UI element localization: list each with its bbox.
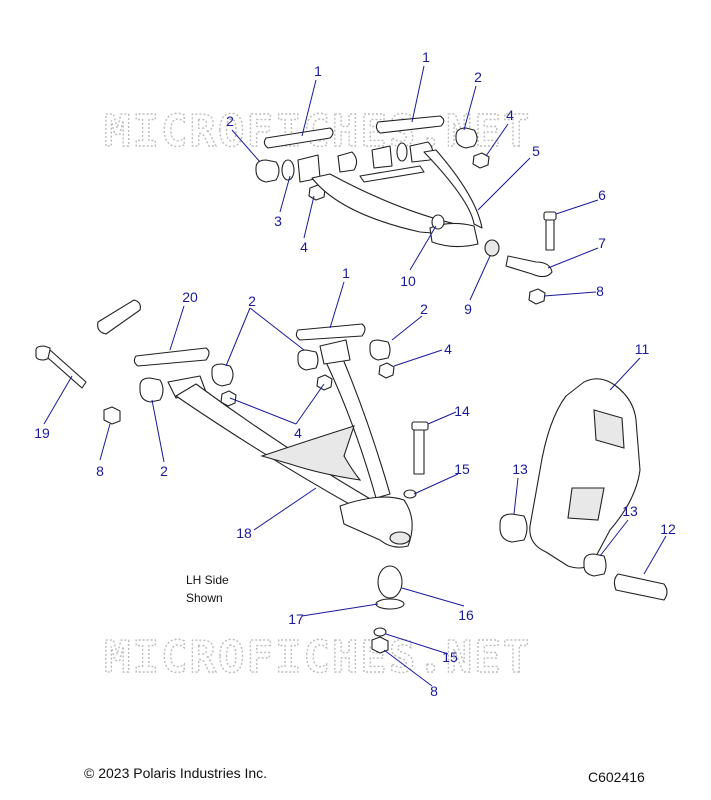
bolt-6-head xyxy=(543,211,557,221)
callout-4: 4 xyxy=(300,239,308,255)
bolt-14-head xyxy=(411,421,429,431)
lower-arm-rear-tube xyxy=(323,351,391,499)
upper-arm-crossbar xyxy=(359,165,425,183)
callout-12: 12 xyxy=(660,521,676,537)
callout-1: 1 xyxy=(314,63,322,79)
nut-9 xyxy=(484,239,500,257)
bushing-2c xyxy=(139,377,164,403)
callout-11: 11 xyxy=(635,341,650,357)
lower-arm-gusset xyxy=(260,425,362,481)
ball-joint-16 xyxy=(377,565,403,599)
callout-1: 1 xyxy=(422,49,430,65)
nut-8b xyxy=(103,406,121,425)
callout-13: 13 xyxy=(622,503,638,519)
callout-9: 9 xyxy=(464,301,472,317)
bolt-6-shank xyxy=(545,219,555,251)
leader-lines xyxy=(43,65,667,687)
callout-3: 3 xyxy=(274,213,282,229)
watermark-bottom: MICROFICHES.NET xyxy=(104,632,531,683)
bushing-2d xyxy=(211,363,234,387)
upper-arm-rear-tube xyxy=(423,149,483,229)
callout-8: 8 xyxy=(596,283,604,299)
washer-15b xyxy=(373,627,387,637)
callout-14: 14 xyxy=(454,403,470,419)
callout-4: 4 xyxy=(506,107,514,123)
pivot-shaft-20b xyxy=(133,347,210,367)
pivot-shaft-1c xyxy=(295,323,366,341)
callout-15: 15 xyxy=(454,461,470,477)
pin-12 xyxy=(613,573,668,601)
knuckle-window-lower xyxy=(567,487,605,521)
callout-19: 19 xyxy=(34,425,50,441)
callout-15: 15 xyxy=(442,649,458,665)
nut-8c xyxy=(371,636,389,654)
bracket-20a xyxy=(97,299,141,335)
retaining-ring-17 xyxy=(375,598,405,610)
bushing-left-inner xyxy=(337,151,358,173)
bolt-19-shank xyxy=(47,349,87,389)
pivot-shaft-1a xyxy=(263,127,334,149)
upper-a-arm-assembly xyxy=(255,115,557,305)
nut-4d xyxy=(316,374,333,391)
callout-1: 1 xyxy=(342,265,350,281)
callout-18: 18 xyxy=(236,525,252,541)
knuckle-window-upper xyxy=(593,409,625,449)
lower-a-arm-assembly xyxy=(35,299,429,654)
callout-2: 2 xyxy=(420,301,428,317)
knuckle-body xyxy=(529,378,641,569)
callout-6: 6 xyxy=(598,187,606,203)
side-note-line-1: LH Side xyxy=(186,573,229,587)
bushing-2f xyxy=(369,339,391,361)
callout-7: 7 xyxy=(598,235,606,251)
bolt-14-shank xyxy=(413,429,425,475)
bushing-2a xyxy=(255,159,280,183)
callout-8: 8 xyxy=(430,683,438,699)
diagram-code: C602416 xyxy=(588,769,645,785)
copyright-text: © 2023 Polaris Industries Inc. xyxy=(84,765,267,781)
nut-8a xyxy=(528,288,546,305)
nut-10 xyxy=(431,214,445,230)
washer-15a xyxy=(403,489,417,499)
callout-2: 2 xyxy=(160,463,168,479)
arm-pivot-right xyxy=(371,145,393,169)
bushing-13a xyxy=(499,513,528,543)
nut-4a xyxy=(472,152,490,169)
callouts: 1 1 2 4 2 5 3 4 6 10 7 9 8 1 20 2 2 4 11… xyxy=(34,49,676,699)
callout-16: 16 xyxy=(458,607,474,623)
bushing-2e xyxy=(297,349,319,371)
washer-3 xyxy=(281,159,295,181)
callout-4: 4 xyxy=(444,341,452,357)
callout-20: 20 xyxy=(182,289,198,305)
callout-5: 5 xyxy=(532,143,540,159)
washer-right xyxy=(396,142,408,162)
callout-13: 13 xyxy=(512,461,528,477)
bushing-13b xyxy=(583,553,607,577)
callout-17: 17 xyxy=(288,611,304,627)
callout-2: 2 xyxy=(474,69,482,85)
lower-arm-pivot-right xyxy=(319,339,351,365)
side-note-line-2: Shown xyxy=(186,591,223,605)
callout-10: 10 xyxy=(400,273,416,289)
ball-joint-socket xyxy=(389,531,411,545)
callout-2: 2 xyxy=(248,293,256,309)
nut-4e xyxy=(378,362,395,379)
tie-rod-end-7 xyxy=(505,255,553,278)
bushing-2b xyxy=(455,127,478,149)
callout-4: 4 xyxy=(294,425,302,441)
callout-8: 8 xyxy=(96,463,104,479)
callout-2: 2 xyxy=(226,113,234,129)
steering-knuckle xyxy=(499,378,668,601)
pivot-shaft-1b xyxy=(375,115,445,134)
